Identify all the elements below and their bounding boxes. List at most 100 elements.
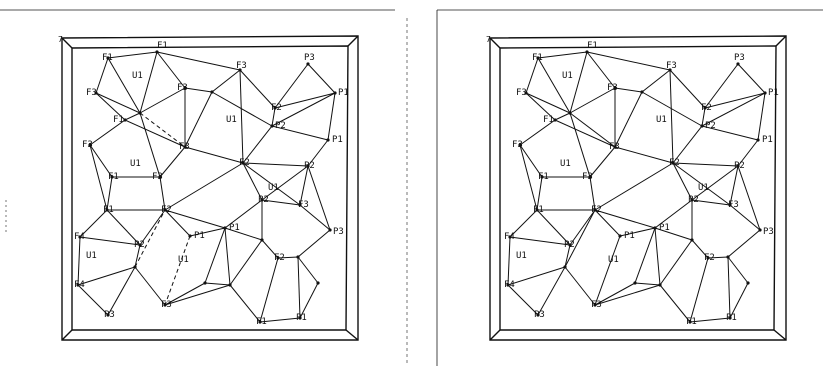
mesh-edge [635, 283, 660, 285]
mesh-label: F3 [179, 142, 190, 152]
mesh-label: P1 [296, 313, 307, 323]
mesh-label: P2 [734, 161, 745, 171]
mesh-label: P3 [104, 310, 115, 320]
mesh-edge [298, 257, 318, 283]
mesh-label: P1 [229, 223, 240, 233]
mesh-label: F3 [177, 83, 188, 93]
mesh-edge [165, 285, 230, 305]
mesh-edge [655, 228, 660, 285]
mesh-edge [660, 240, 692, 285]
mesh-node [210, 90, 213, 93]
mesh-edge [96, 93, 140, 113]
mesh-node [758, 228, 761, 231]
mesh-edge [80, 237, 140, 245]
mesh-edge [615, 92, 642, 147]
mesh-node [640, 90, 643, 93]
mesh-edge [78, 237, 80, 285]
corner-label: 7 [58, 35, 63, 44]
mesh-label: U1 [178, 255, 189, 265]
mesh-node [633, 281, 636, 284]
mesh-node [690, 238, 693, 241]
mesh-label: U1 [268, 183, 279, 193]
mesh-label: F1 [103, 205, 114, 215]
mesh-edge [135, 210, 165, 267]
mesh-edge [508, 237, 510, 285]
mesh-node [653, 226, 656, 229]
mesh-label: F2 [704, 253, 715, 263]
mesh-edge [690, 258, 708, 322]
frame-bevel-line [348, 36, 358, 46]
mesh-label: F4 [74, 232, 85, 242]
mesh-label: F3 [582, 172, 593, 182]
mesh-edge [642, 70, 670, 92]
mesh-edge [565, 210, 595, 267]
mesh-edge [205, 228, 225, 283]
mesh-label: U1 [562, 71, 573, 81]
mesh-label: P1 [659, 223, 670, 233]
mesh-edge [526, 58, 538, 93]
mesh-node [328, 228, 331, 231]
mesh-label: F1 [533, 205, 544, 215]
mesh-label: P2 [688, 195, 699, 205]
mesh-node [203, 281, 206, 284]
mesh-edge [308, 64, 335, 93]
mesh-label: F3 [516, 88, 527, 98]
mesh-edge [165, 163, 243, 210]
frame-bevel-line [346, 330, 358, 340]
mesh-label: F3 [591, 300, 602, 310]
mesh-label: P2 [564, 240, 575, 250]
mesh-edge [615, 88, 642, 92]
mesh-label: P3 [333, 227, 344, 237]
mesh-label: F3 [82, 140, 93, 150]
mesh-label: P3 [734, 53, 745, 63]
mesh-label: P2 [705, 121, 716, 131]
outer-frame [62, 36, 358, 340]
mesh-edge [570, 113, 590, 177]
mesh-label: F1 [157, 41, 168, 51]
mesh-panel-right: 7F1F1U1F3F3F3P3P1F2U1P2F1U1F3F1F3F2P1P2F… [486, 35, 786, 340]
mesh-label: F3 [236, 61, 247, 71]
mesh-edge [185, 92, 212, 147]
mesh-edge [225, 228, 230, 285]
mesh-label: P2 [275, 121, 286, 131]
frame-bevel-line [774, 330, 786, 340]
mesh-label: U1 [132, 71, 143, 81]
mesh-node [228, 283, 231, 286]
mesh-label: F1 [543, 115, 554, 125]
mesh-edge [328, 93, 335, 140]
mesh-label: F1 [686, 317, 697, 327]
mesh-panel-left: 7F1F1U1F3F3F3P3P1F2U1P2F1U1F3F1F3F2P1P2F… [58, 35, 358, 340]
mesh-node [553, 118, 556, 121]
mesh-node [123, 118, 126, 121]
mesh-label: F4 [74, 280, 85, 290]
mesh-edge [125, 113, 140, 120]
mesh-node [746, 281, 749, 284]
mesh-label: F2 [669, 158, 680, 168]
mesh-label: P2 [304, 161, 315, 171]
mesh-label: U1 [226, 115, 237, 125]
mesh-edge [240, 70, 243, 163]
mesh-label: F2 [239, 158, 250, 168]
mesh-node [270, 124, 273, 127]
mesh-edge [595, 236, 620, 305]
mesh-node [296, 255, 299, 258]
frame-bevel-line [490, 330, 500, 340]
mesh-label: P3 [763, 227, 774, 237]
mesh-edge [510, 237, 570, 245]
mesh-edge [298, 230, 330, 257]
mesh-edge [260, 258, 278, 322]
mesh-label: P3 [304, 53, 315, 63]
mesh-edge [140, 113, 160, 177]
mesh-label: U1 [516, 251, 527, 261]
mesh-edge [728, 257, 748, 283]
mesh-label: F3 [609, 142, 620, 152]
mesh-edge [728, 257, 730, 318]
mesh-edge [125, 120, 185, 147]
mesh-edge [140, 52, 157, 113]
mesh-label: P1 [726, 313, 737, 323]
mesh-label: U1 [86, 251, 97, 261]
mesh-label: F3 [161, 300, 172, 310]
mesh-edge [595, 163, 673, 210]
mesh-label: F3 [298, 200, 309, 210]
